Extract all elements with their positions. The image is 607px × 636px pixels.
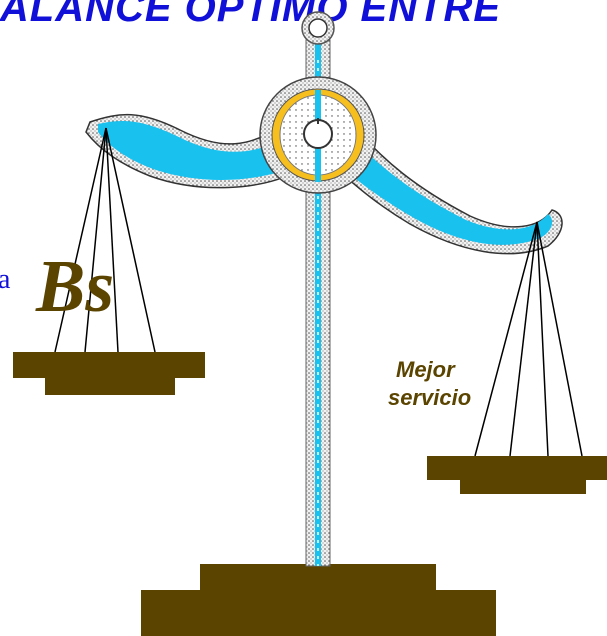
- left-edge-text: a: [0, 264, 11, 295]
- center-disc: [259, 76, 377, 194]
- right-pan-label: Mejor servicio: [388, 356, 518, 412]
- left-pan-strings: [54, 127, 156, 353]
- right-pan-label-line1: Mejor: [396, 357, 455, 382]
- slide-title: BALANCE OPTIMO ENTRE: [0, 0, 502, 30]
- top-knob: [301, 11, 335, 45]
- scale-beam: [85, 113, 563, 255]
- left-pan-label: Bs: [36, 246, 115, 328]
- right-pan-strings: [474, 221, 583, 457]
- right-pan-label-line2: servicio: [388, 385, 472, 410]
- pedestal: [141, 564, 496, 636]
- right-pan: [427, 221, 607, 494]
- left-pan: [13, 127, 205, 395]
